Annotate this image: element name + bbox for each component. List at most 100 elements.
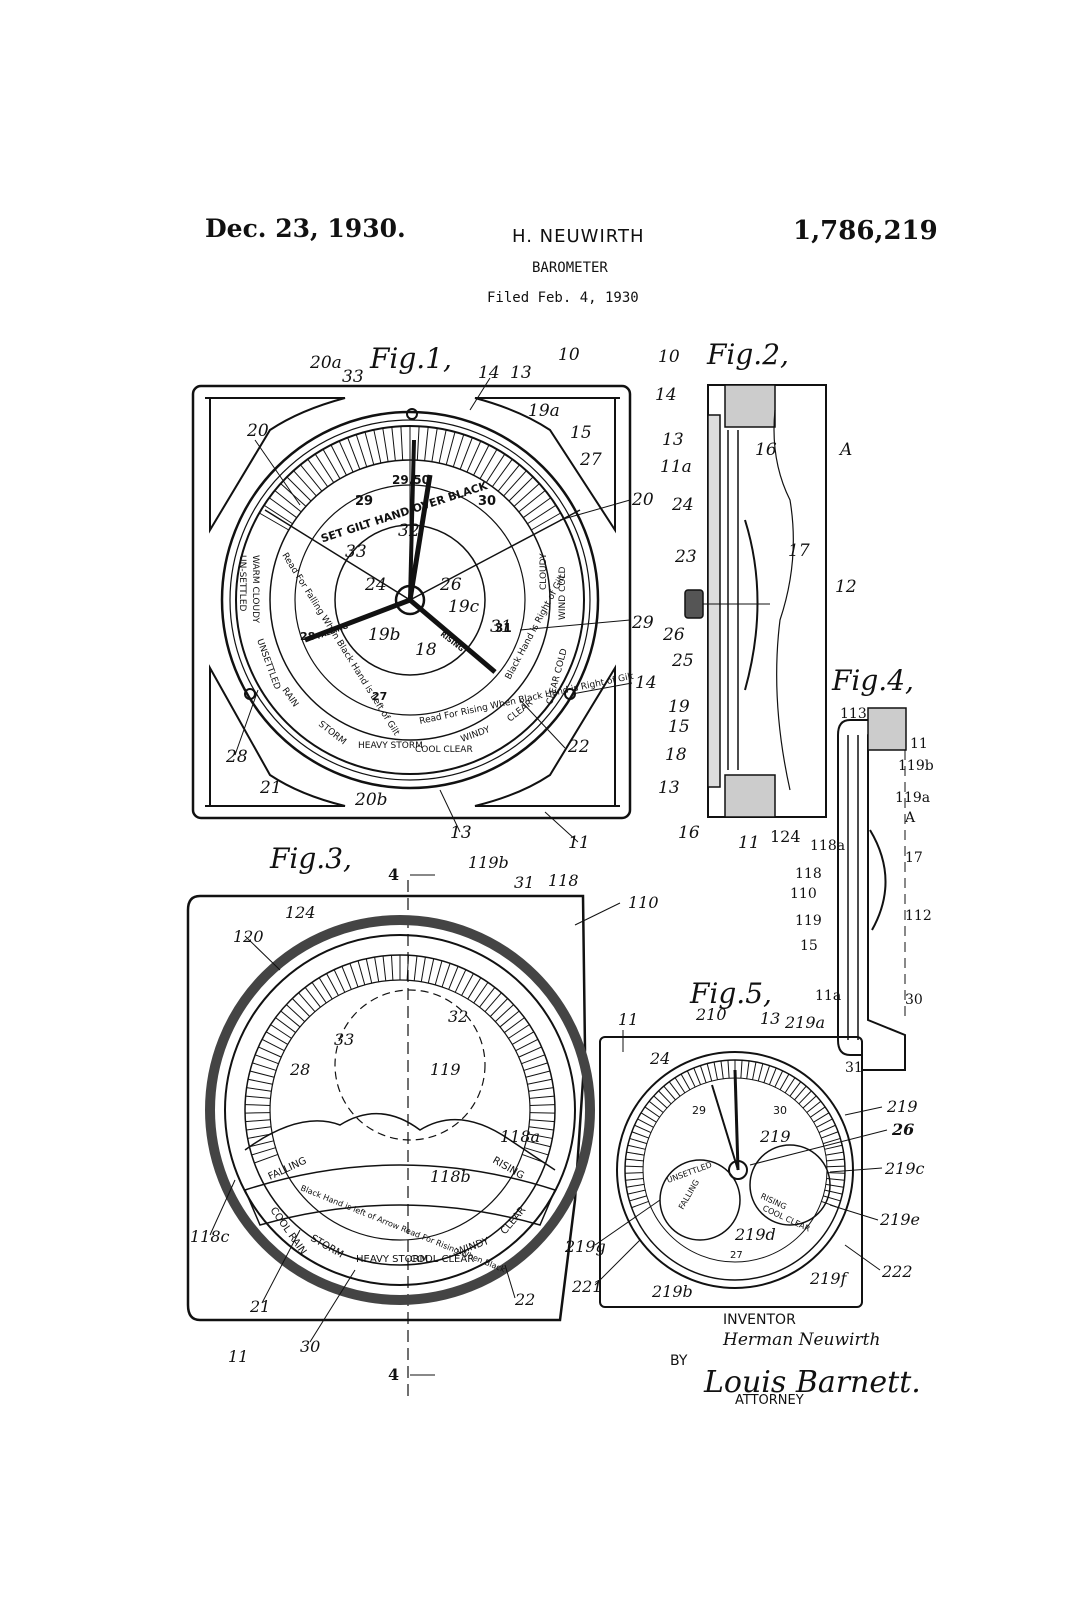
scale-tick [818,1124,836,1134]
scale-tick [529,1119,555,1123]
scale-tick [637,1118,654,1128]
fig1-ref: 20a [309,353,342,373]
fig5-label-unsettled: UNSETTLED [666,1160,714,1185]
scale-tick [420,957,426,982]
scale-tick [349,963,359,988]
fig1-ref: 14 [478,363,500,383]
fig3-bezel [224,934,576,1286]
scale-tick [484,992,502,1013]
scale-tick [252,1062,277,1071]
scale-tick [784,1077,796,1094]
fig2-ref: 23 [674,547,697,567]
scale-tick [275,1017,296,1033]
scale-tick [270,1024,292,1039]
fig2-ref: 15 [668,717,690,737]
fig1-label: Fig.1, [369,342,452,375]
scale-tick [322,449,341,480]
fig5-num-30: 30 [773,1104,787,1117]
fig4-ref: 112 [905,908,932,924]
attorney-label: ATTORNEY [735,1393,804,1408]
fig3-ref: 118a [500,1127,540,1146]
scale-tick [527,1078,553,1085]
scale-tick [254,1054,279,1065]
fig1-hand-left [304,597,411,643]
fig1-ref: 32 [398,521,420,541]
scale-tick [810,1106,826,1118]
fig1-ref: 20b [354,790,388,810]
scale-tick [821,1131,839,1139]
scale-tick [311,982,327,1004]
scale-tick [473,982,489,1004]
fig1-ref: 19b [368,625,401,645]
fig5-scale-ticks [625,1060,845,1209]
fig1-ref: 10 [558,345,580,365]
scale-tick [518,1046,542,1058]
scale-tick [347,437,361,470]
fig2-capsule [744,519,759,691]
scale-tick [441,963,451,988]
scale-tick [824,1189,843,1195]
fig1-num-27: 27 [372,690,387,703]
scale-tick [333,969,346,993]
fig2-front-plate [707,414,721,788]
scale-tick [680,1073,691,1091]
scale-tick [307,458,329,488]
scale-tick [631,1200,649,1209]
figure-4: Fig.4, 113 11 119b 119a A 118a 124 118 1… [770,664,934,1076]
scale-tick [774,1070,784,1088]
scale-tick [424,426,429,461]
fig1-screw-left [244,688,256,700]
fig1-num-28: 28 [300,630,315,643]
scale-tick [406,955,409,981]
scale-tick [648,1100,664,1113]
scale-tick [763,1065,771,1083]
scale-tick [528,1126,554,1131]
scale-tick [438,429,447,464]
inventor-name: H. NEUWIRTH [512,226,645,247]
fig1-screw-top [406,408,418,420]
scale-tick [427,958,435,984]
scale-tick [525,1070,551,1078]
fig1-ref: 19a [528,401,560,421]
scale-tick [246,1087,272,1092]
fig3-ref: 22 [514,1290,535,1309]
fig2-ref: 25 [671,651,694,671]
scale-tick [503,470,527,497]
scale-tick [485,453,506,483]
fig2-label: Fig.2, [706,338,789,371]
fig3-ref: 32 [448,1007,468,1026]
scale-tick [529,1104,555,1106]
scale-tick [626,1151,645,1156]
fig5-ref: 219 [886,1097,918,1116]
figure-2: Fig.2, 10 14 13 11a 16 A 24 17 23 12 26 … [655,338,857,853]
scale-tick [467,977,482,1000]
fig1-ref: 33 [342,367,364,387]
scale-tick [512,1031,535,1045]
scale-tick [740,1060,743,1079]
fig5-ref: 210 [695,1005,727,1024]
scale-tick [249,1140,274,1148]
fig3-ref: 110 [628,893,659,912]
scale-tick [686,1070,696,1088]
fig1-divider [409,509,581,601]
scale-tick [280,1010,301,1028]
fig4-ref: 11 [910,736,928,752]
inventor-label: INVENTOR [723,1312,796,1328]
fig1-bezel-outer [220,410,600,790]
scale-tick [757,1063,764,1082]
scale-tick [326,973,339,996]
scale-tick [631,1131,649,1139]
fig4-ref: 119a [895,790,930,806]
scale-tick [247,1133,273,1139]
scale-tick [644,1106,660,1118]
fig1-ref: 31 [490,617,512,637]
scale-tick [448,966,459,990]
scale-tick [364,431,375,465]
fig1-weather-left-3: RAIN [280,686,300,709]
fig3-ref: 31 [514,873,534,892]
scale-tick [530,512,561,531]
attorney-signature: Louis Barnett. [704,1365,921,1400]
fig5-label: Fig.5, [689,977,772,1010]
scale-tick [529,1095,555,1099]
fig1-num-2950: 29.50 [392,473,430,487]
